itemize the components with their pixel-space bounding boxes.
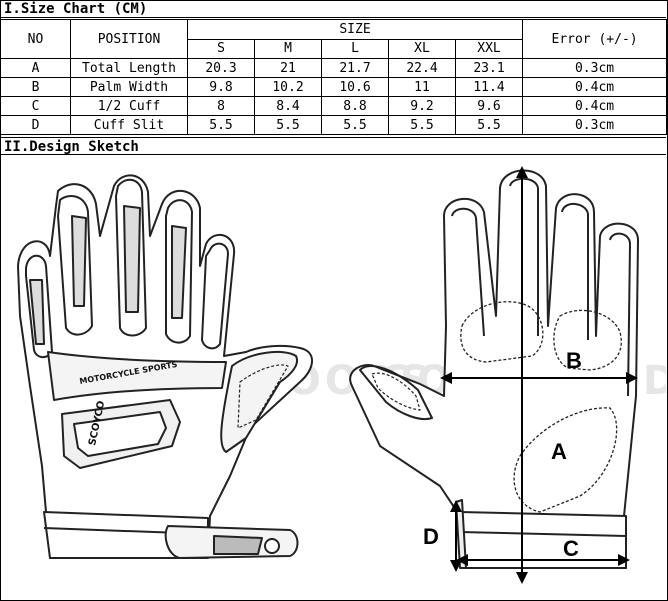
header-error: Error (+/-) (522, 19, 668, 59)
size-l: L (321, 38, 389, 59)
row-value: 10.6 (321, 77, 389, 97)
row-value: 8.8 (321, 96, 389, 116)
row-no: C (0, 96, 71, 116)
table-row: A Total Length 20.3 21 21.7 22.4 23.1 0.… (0, 58, 668, 78)
dimension-label-b: B (566, 348, 582, 373)
row-position: Palm Width (70, 77, 188, 97)
row-position: Total Length (70, 58, 188, 78)
row-error: 0.4cm (522, 77, 668, 97)
dimension-label-d: D (423, 524, 439, 549)
row-value: 10.2 (254, 77, 322, 97)
table-row: D Cuff Slit 5.5 5.5 5.5 5.5 5.5 0.3cm (0, 115, 668, 135)
row-value: 11 (388, 77, 456, 97)
row-value: 21.7 (321, 58, 389, 78)
size-m: M (254, 38, 322, 59)
row-value: 5.5 (321, 115, 389, 135)
row-value: 9.2 (388, 96, 456, 116)
glove-back-illustration: MOTORCYCLE SPORTS SCOYCO (17, 174, 313, 559)
size-s: S (187, 38, 255, 59)
header-position: POSITION (70, 19, 188, 59)
dimension-label-c: C (563, 536, 579, 561)
row-value: 5.5 (454, 115, 524, 135)
row-no: A (0, 58, 71, 78)
row-value: 11.4 (454, 77, 524, 97)
row-value: 20.3 (187, 58, 255, 78)
size-xl: XL (388, 38, 456, 59)
size-chart-table: NO POSITION SIZE Error (+/-) S M L XL XX… (0, 19, 668, 135)
design-sketch: GOODGOODS GOODGOODS MOTORCYCLE SPORTS SC… (17, 166, 666, 584)
dimension-label-a: A (551, 439, 567, 464)
row-value: 9.8 (187, 77, 255, 97)
row-value: 23.1 (454, 58, 524, 78)
row-error: 0.4cm (522, 96, 668, 116)
row-no: B (0, 77, 71, 97)
row-no: D (0, 115, 71, 135)
header-size: SIZE (186, 19, 524, 40)
row-value: 8 (187, 96, 255, 116)
header-no: NO (0, 19, 71, 59)
table-row: B Palm Width 9.8 10.2 10.6 11 11.4 0.4cm (0, 77, 668, 97)
glove-palm-illustration (349, 169, 639, 569)
row-value: 5.5 (187, 115, 255, 135)
dimension-lines (440, 166, 638, 584)
size-chart-heading: I.Size Chart (CM) (0, 0, 666, 18)
row-position: Cuff Slit (70, 115, 188, 135)
row-value: 5.5 (388, 115, 456, 135)
row-error: 0.3cm (522, 115, 668, 135)
row-value: 21 (254, 58, 322, 78)
design-sketch-heading: II.Design Sketch (0, 137, 666, 155)
row-position: 1/2 Cuff (70, 96, 188, 116)
table-row: C 1/2 Cuff 8 8.4 8.8 9.2 9.6 0.4cm (0, 96, 668, 116)
row-value: 22.4 (388, 58, 456, 78)
size-xxl: XXL (454, 38, 524, 59)
row-value: 9.6 (454, 96, 524, 116)
row-value: 5.5 (254, 115, 322, 135)
row-value: 8.4 (254, 96, 322, 116)
row-error: 0.3cm (522, 58, 668, 78)
